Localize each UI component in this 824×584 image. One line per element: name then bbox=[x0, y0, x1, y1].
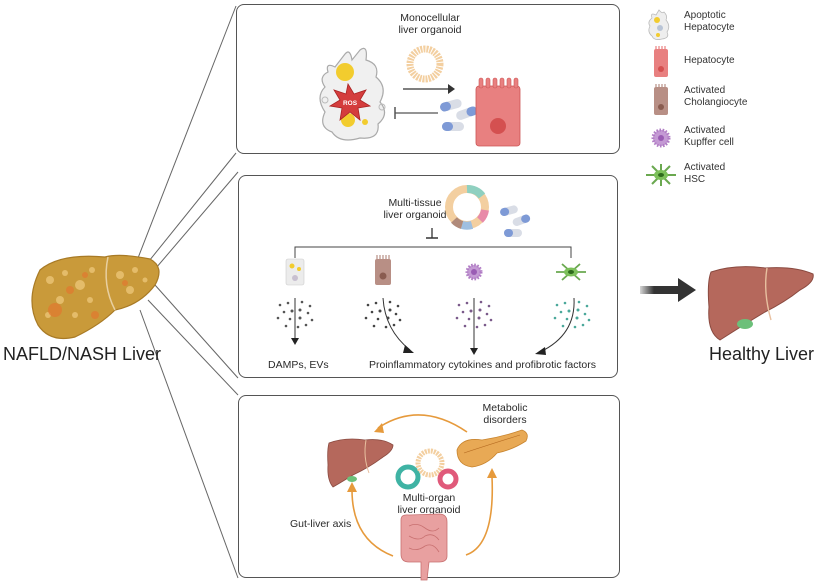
hsc-icon bbox=[646, 164, 676, 186]
secretion-dots-damps bbox=[276, 300, 314, 329]
multitissue-title: Multi-tissue liver organoid bbox=[375, 197, 455, 221]
connector-line bbox=[139, 309, 239, 579]
multitissue-title-line1: Multi-tissue bbox=[388, 197, 442, 209]
intestine-icon bbox=[400, 513, 448, 581]
arrow-head-icon bbox=[403, 345, 414, 353]
cycle-arrow bbox=[377, 414, 468, 433]
arrow-head-icon bbox=[535, 347, 546, 355]
nafld-liver-image bbox=[31, 254, 160, 340]
apoptotic-hepatocyte-icon bbox=[648, 9, 670, 40]
secretion-dots-hsc bbox=[553, 300, 591, 329]
connector-line bbox=[144, 152, 237, 267]
metabolic-line2: disorders bbox=[483, 414, 527, 426]
pancreas-icon bbox=[456, 429, 528, 468]
cycle-arrow bbox=[465, 476, 494, 556]
drug-capsules-icon bbox=[440, 99, 478, 131]
monocellular-title-line2: liver organoid bbox=[398, 24, 462, 36]
multiorgan-title: Multi-organ liver organoid bbox=[384, 492, 474, 516]
organoid-ring-icon bbox=[406, 45, 444, 83]
source-liver-label: NAFLD/NASH Liver bbox=[3, 344, 162, 364]
cycle-arrow bbox=[351, 489, 394, 557]
kupffer-cell-icon bbox=[651, 128, 671, 148]
activated-cholangiocyte-icon bbox=[654, 84, 668, 115]
hepatocyte-icon bbox=[654, 46, 668, 77]
cytokines-label: Proinflammatory cytokines and profibroti… bbox=[369, 359, 597, 371]
apoptotic-hepatocyte-icon bbox=[285, 258, 305, 286]
multiorgan-title-line2: liver organoid bbox=[397, 504, 461, 516]
connector-line bbox=[149, 171, 239, 276]
secretion-dots-kupffer bbox=[455, 300, 493, 329]
metabolic-line1: Metabolic bbox=[482, 402, 528, 414]
monocellular-title: Monocellular liver organoid bbox=[380, 12, 480, 36]
apoptotic-hepatocyte-image: ROS bbox=[319, 47, 386, 141]
metabolic-disorders-label: Metabolic disorders bbox=[470, 402, 540, 426]
multiorgan-title-line1: Multi-organ bbox=[402, 492, 456, 504]
connector-line bbox=[154, 284, 239, 379]
arrow-head-icon bbox=[470, 348, 478, 355]
connector-line bbox=[147, 299, 239, 396]
ros-label: ROS bbox=[343, 100, 358, 107]
healthy-liver-image bbox=[707, 266, 814, 341]
legend-item-hepatocyte: Hepatocyte bbox=[640, 45, 824, 81]
target-liver-label: Healthy Liver bbox=[709, 344, 815, 364]
arrow-head-icon bbox=[291, 338, 299, 345]
secretion-dots-cholangiocyte bbox=[364, 300, 402, 329]
gut-liver-axis-label: Gut-liver axis bbox=[290, 518, 352, 530]
multiorgan-organoids-icon bbox=[395, 448, 459, 490]
arrow-head-icon bbox=[487, 468, 497, 478]
connector-line bbox=[137, 5, 237, 259]
damps-evs-label: DAMPs, EVs bbox=[268, 359, 329, 371]
activated-cholangiocyte-icon bbox=[375, 255, 391, 285]
liver-organ-icon bbox=[327, 438, 394, 488]
drug-capsules-icon bbox=[500, 205, 531, 237]
monocellular-title-line1: Monocellular bbox=[400, 12, 460, 24]
legend-label: Hepatocyte bbox=[684, 55, 735, 66]
arrow-head-icon bbox=[347, 482, 357, 492]
multitissue-title-line2: liver organoid bbox=[383, 209, 447, 221]
treatment-arrow-icon bbox=[640, 278, 696, 302]
hepatocyte-image bbox=[475, 77, 521, 147]
arrow-head-icon bbox=[374, 423, 384, 433]
panel-monocellular bbox=[236, 4, 620, 154]
kupffer-cell-icon bbox=[465, 263, 483, 281]
arrow-head-icon bbox=[448, 84, 455, 94]
multitissue-organoid-icon bbox=[445, 185, 489, 230]
hsc-icon bbox=[556, 263, 586, 281]
